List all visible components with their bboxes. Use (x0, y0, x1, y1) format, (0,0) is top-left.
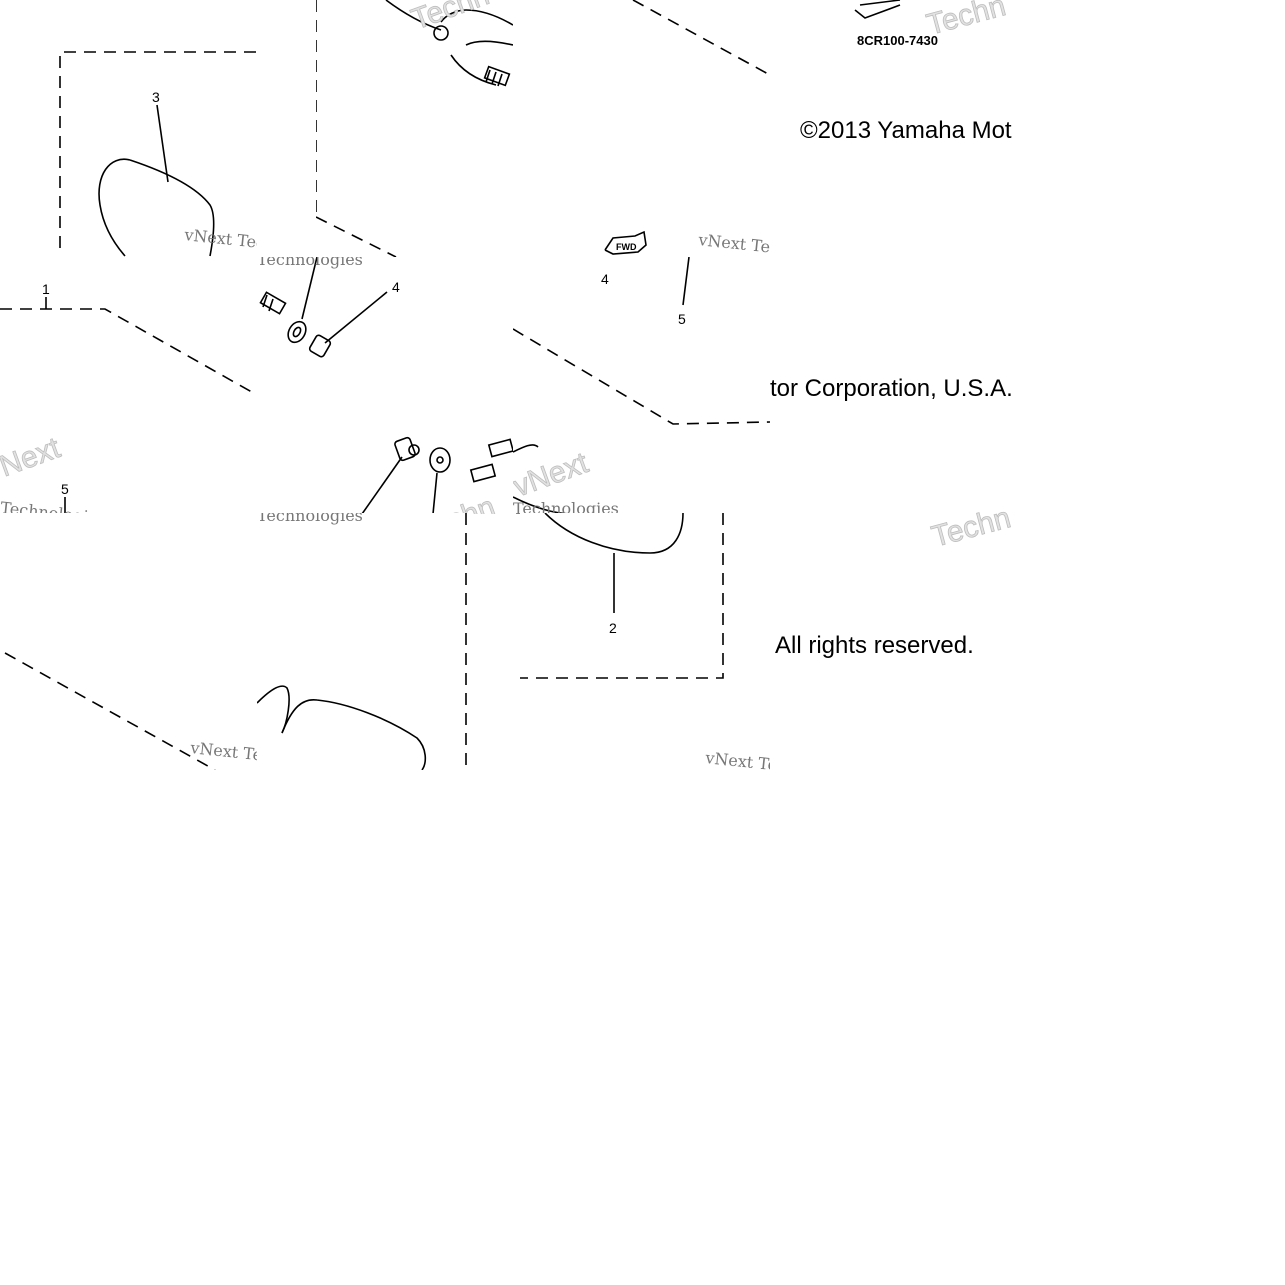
diagram-tile-middle-center: 4 Technologies Techn (257, 257, 513, 514)
watermark-technologies-lower: Technologies (257, 513, 363, 525)
diagram-tile-lower-right: 2 vNext Technologies (520, 513, 770, 770)
callout-4-upper: 4 (392, 279, 400, 295)
callout-4-lower: 4 (601, 271, 609, 287)
diagram-tile-top-left: 3 vNext Technologies (0, 0, 257, 257)
diagram-tile-lower-left: vNext Technologies (0, 513, 257, 770)
watermark-technologies-mid: Technologies (257, 257, 363, 269)
diagram-tile-top-right: Techn 8CR100-7430 ©2013 Yamaha Mot (770, 0, 1028, 257)
watermark-vnext: vNext Technologies (183, 225, 257, 257)
diagram-tile-top-middle: Techn (316, 0, 513, 257)
callout-1: 1 (42, 281, 50, 297)
callout-5: 5 (678, 311, 686, 327)
callout-5-left: 5 (61, 481, 69, 497)
diagram-tile-middle-right: 5 4 Technologies vNext (513, 257, 770, 514)
callout-2: 2 (609, 620, 617, 636)
watermark-technologies-left: Technologies (0, 498, 107, 514)
watermark-vnext-lower-right: vNext Technologies (704, 748, 770, 770)
diagram-tile-top-center-right: FWD vNext Technologies (513, 0, 770, 257)
callout-3: 3 (152, 89, 160, 105)
watermark-techn-right-2: Techn (928, 501, 1014, 554)
diagram-tile-right-text: tor Corporation, U.S.A. Techn All rights… (770, 257, 1028, 770)
watermark-vnext-2: vNext Technologies (697, 230, 770, 257)
diagram-tile-lower-center: Technologies (257, 513, 469, 770)
watermark-techn-mid: Techn (413, 490, 500, 514)
watermark-vnext-big-left: vNext (0, 431, 65, 488)
watermark-techn-top: Techn (407, 0, 494, 37)
diagram-tile-middle-left: 1 5 Technologies vNext (0, 257, 257, 514)
copyright-line-3: All rights reserved. (775, 632, 974, 659)
watermark-vnext-lower: vNext Technologies (189, 738, 257, 770)
copyright-line-1: ©2013 Yamaha Mot (800, 117, 1012, 144)
watermark-technologies-right: Technologies (513, 499, 619, 514)
watermark-vnext-big: vNext (513, 446, 593, 503)
part-code: 8CR100-7430 (857, 33, 938, 48)
fwd-label: FWD (616, 242, 637, 252)
copyright-line-2: tor Corporation, U.S.A. (770, 375, 1013, 402)
